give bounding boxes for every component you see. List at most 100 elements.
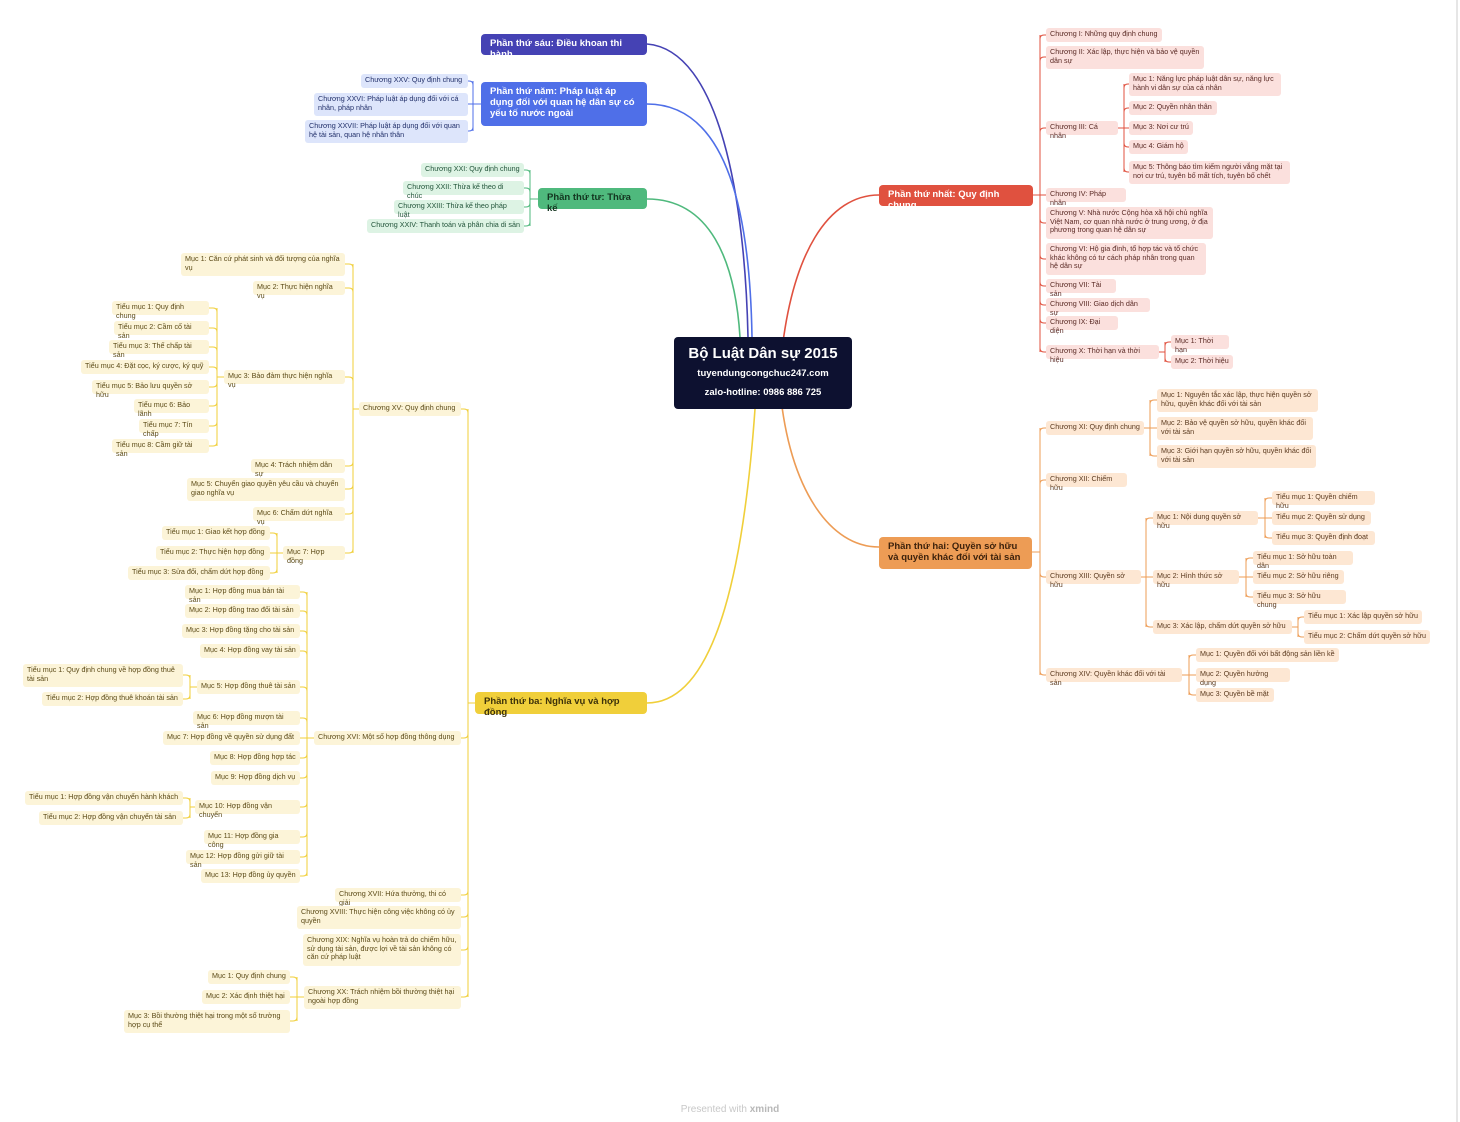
section-node[interactable]: Mục 1: Quy định chung — [208, 970, 290, 984]
chapter-node[interactable]: Chương XXVII: Pháp luật áp dụng đối với … — [305, 120, 468, 143]
section-node[interactable]: Mục 1: Quyền đối với bất động sản liền k… — [1196, 648, 1339, 662]
chapter-node[interactable]: Chương XXIV: Thanh toán và phân chia di … — [367, 219, 524, 233]
section-node[interactable]: Mục 5: Thông báo tìm kiếm người vắng mặt… — [1129, 161, 1290, 184]
subsection-node[interactable]: Tiểu mục 8: Cầm giữ tài sản — [112, 439, 209, 457]
connector — [183, 797, 191, 803]
section-node[interactable]: Mục 3: Xác lập, chấm dứt quyền sở hữu — [1153, 620, 1292, 634]
section-node[interactable]: Mục 8: Hợp đồng hợp tác — [210, 751, 300, 765]
section-node[interactable]: Mục 4: Trách nhiệm dân sự — [251, 459, 345, 477]
part-four-topic[interactable]: Phần thứ tư: Thừa kế — [538, 188, 647, 214]
section-node[interactable]: Mục 1: Nguyên tắc xác lập, thực hiện quy… — [1157, 389, 1318, 412]
subsection-node[interactable]: Tiểu mục 3: Thế chấp tài sản — [109, 340, 209, 358]
section-node[interactable]: Mục 13: Hợp đồng ủy quyền — [201, 869, 300, 883]
subsection-node[interactable]: Tiểu mục 1: Xác lập quyền sở hữu — [1304, 610, 1422, 624]
section-node[interactable]: Mục 12: Hợp đồng gửi giữ tài sản — [186, 850, 300, 868]
chapter-node[interactable]: Chương XVIII: Thực hiện công việc không … — [297, 906, 461, 929]
subsection-node[interactable]: Tiểu mục 7: Tín chấp — [139, 419, 209, 437]
subsection-node[interactable]: Tiểu mục 1: Giao kết hợp đồng — [162, 526, 270, 540]
part-three-topic[interactable]: Phần thứ ba: Nghĩa vụ và hợp đồng — [475, 692, 647, 718]
section-node[interactable]: Mục 1: Thời hạn — [1171, 335, 1229, 353]
chapter-node[interactable]: Chương XXI: Quy định chung — [421, 163, 524, 177]
chapter-node[interactable]: Chương XVII: Hứa thưởng, thi có giải — [335, 888, 461, 906]
chapter-node[interactable]: Chương XIV: Quyền khác đối với tài sản — [1046, 668, 1182, 686]
section-node[interactable]: Mục 3: Nơi cư trú — [1129, 121, 1193, 135]
section-node[interactable]: Mục 9: Hợp đồng dịch vụ — [211, 771, 300, 785]
section-node[interactable]: Mục 5: Chuyển giao quyền yêu cầu và chuy… — [187, 478, 345, 501]
subsection-node[interactable]: Tiểu mục 1: Quy định chung — [112, 301, 209, 319]
subsection-node[interactable]: Tiểu mục 2: Hợp đồng thuê khoán tài sản — [42, 692, 183, 706]
subsection-node[interactable]: Tiểu mục 1: Quy định chung về hợp đồng t… — [23, 664, 183, 687]
chapter-node[interactable]: Chương XV: Quy định chung — [359, 402, 461, 416]
subsection-node[interactable]: Tiểu mục 4: Đặt cọc, ký cược, ký quỹ — [81, 360, 209, 374]
chapter-node[interactable]: Chương XX: Trách nhiệm bồi thường thiệt … — [304, 986, 461, 1009]
section-node[interactable]: Mục 5: Hợp đồng thuê tài sản — [197, 680, 300, 694]
section-node[interactable]: Mục 2: Quyền nhân thân — [1129, 101, 1217, 115]
section-node[interactable]: Mục 2: Bảo vệ quyền sở hữu, quyền khác đ… — [1157, 417, 1313, 440]
section-node[interactable]: Mục 3: Giới hạn quyền sở hữu, quyền khác… — [1157, 445, 1316, 468]
chapter-node[interactable]: Chương XI: Quy định chung — [1046, 421, 1144, 435]
section-node[interactable]: Mục 4: Hợp đồng vay tài sản — [200, 644, 300, 658]
chapter-node[interactable]: Chương I: Những quy định chung — [1046, 28, 1162, 42]
section-node[interactable]: Mục 2: Hợp đồng trao đổi tài sản — [185, 604, 300, 618]
chapter-node[interactable]: Chương XXV: Quy định chung — [361, 74, 468, 88]
subsection-node[interactable]: Tiểu mục 2: Sở hữu riêng — [1253, 570, 1344, 584]
subsection-node[interactable]: Tiểu mục 2: Quyền sử dụng — [1272, 511, 1371, 525]
section-node[interactable]: Mục 11: Hợp đồng gia công — [204, 830, 300, 848]
section-node[interactable]: Mục 6: Hợp đồng mượn tài sản — [193, 711, 300, 729]
subsection-node[interactable]: Tiểu mục 1: Quyền chiếm hữu — [1272, 491, 1375, 509]
subsection-node[interactable]: Tiểu mục 3: Quyền định đoạt — [1272, 531, 1375, 545]
central-topic[interactable]: Bộ Luật Dân sự 2015 tuyendungcongchuc247… — [674, 337, 852, 409]
subsection-node[interactable]: Tiểu mục 2: Chấm dứt quyền sở hữu — [1304, 630, 1430, 644]
section-node[interactable]: Mục 3: Bồi thường thiệt hại trong một số… — [124, 1010, 290, 1033]
section-node[interactable]: Mục 6: Chấm dứt nghĩa vụ — [253, 507, 345, 525]
subsection-node[interactable]: Tiểu mục 2: Hợp đồng vận chuyển tài sản — [39, 811, 183, 825]
chapter-node[interactable]: Chương IX: Đại diện — [1046, 316, 1118, 334]
section-node[interactable]: Mục 1: Hợp đồng mua bán tài sản — [185, 585, 300, 603]
part-two-topic[interactable]: Phần thứ hai: Quyền sở hữu và quyền khác… — [879, 537, 1032, 569]
subsection-node[interactable]: Tiểu mục 3: Sở hữu chung — [1253, 590, 1346, 608]
section-node[interactable]: Mục 7: Hợp đồng — [283, 546, 345, 564]
chapter-node[interactable]: Chương II: Xác lập, thực hiện và bảo vệ … — [1046, 46, 1204, 69]
chapter-node[interactable]: Chương XXIII: Thừa kế theo pháp luật — [394, 200, 524, 218]
section-node[interactable]: Mục 3: Quyền bề mặt — [1196, 688, 1274, 702]
chapter-node[interactable]: Chương X: Thời hạn và thời hiệu — [1046, 345, 1159, 363]
subsection-node[interactable]: Tiểu mục 1: Sở hữu toàn dân — [1253, 551, 1353, 569]
chapter-node[interactable]: Chương XXVI: Pháp luật áp dụng đối với c… — [314, 93, 468, 116]
part-six-topic[interactable]: Phần thứ sáu: Điều khoan thi hành — [481, 34, 647, 60]
section-node[interactable]: Mục 1: Nội dung quyền sở hữu — [1153, 511, 1258, 529]
section-node[interactable]: Mục 3: Bảo đảm thực hiện nghĩa vụ — [224, 370, 345, 388]
part-one-topic[interactable]: Phần thứ nhất: Quy định chung — [879, 185, 1033, 211]
chapter-node[interactable]: Chương V: Nhà nước Cộng hòa xã hội chủ n… — [1046, 207, 1213, 239]
section-node[interactable]: Mục 2: Thực hiện nghĩa vụ — [253, 281, 345, 299]
chapter-node[interactable]: Chương XXII: Thừa kế theo di chúc — [403, 181, 524, 199]
chapter-node[interactable]: Chương XVI: Một số hợp đồng thông dụng — [314, 731, 461, 745]
part-five-topic[interactable]: Phần thứ năm: Pháp luật áp dụng đối với … — [481, 82, 647, 126]
section-node[interactable]: Mục 2: Thời hiệu — [1171, 355, 1233, 369]
chapter-node[interactable]: Chương III: Cá nhân — [1046, 121, 1118, 139]
central-topic-hotline: zalo-hotline: 0986 886 725 — [704, 387, 822, 398]
section-node[interactable]: Mục 1: Năng lực pháp luật dân sự, năng l… — [1129, 73, 1281, 96]
section-node[interactable]: Mục 1: Căn cứ phát sinh và đối tượng của… — [181, 253, 345, 276]
subsection-node[interactable]: Tiểu mục 5: Bảo lưu quyền sở hữu — [92, 380, 209, 398]
section-node[interactable]: Mục 3: Hợp đồng tặng cho tài sản — [182, 624, 300, 638]
subsection-node[interactable]: Tiểu mục 6: Bảo lãnh — [134, 399, 209, 417]
section-node[interactable]: Mục 10: Hợp đồng vận chuyển — [195, 800, 300, 818]
subsection-node[interactable]: Tiểu mục 2: Thực hiện hợp đồng — [156, 546, 270, 560]
connector — [209, 346, 218, 352]
chapter-node[interactable]: Chương XII: Chiếm hữu — [1046, 473, 1127, 491]
section-node[interactable]: Mục 2: Xác định thiệt hại — [202, 990, 290, 1004]
section-node[interactable]: Mục 2: Quyền hưởng dụng — [1196, 668, 1290, 686]
chapter-node[interactable]: Chương XIX: Nghĩa vụ hoàn trả do chiếm h… — [303, 934, 461, 966]
chapter-node[interactable]: Chương IV: Pháp nhân — [1046, 188, 1126, 206]
section-node[interactable]: Mục 7: Hợp đồng về quyền sử dụng đất — [163, 731, 300, 745]
chapter-node[interactable]: Chương VI: Hộ gia đình, tổ hợp tác và tổ… — [1046, 243, 1206, 275]
chapter-node[interactable]: Chương VII: Tài sản — [1046, 279, 1116, 297]
subsection-node[interactable]: Tiểu mục 3: Sửa đổi, chấm dứt hợp đồng — [128, 566, 270, 580]
subsection-node[interactable]: Tiểu mục 1: Hợp đồng vận chuyển hành khá… — [25, 791, 183, 805]
connector — [300, 717, 308, 723]
section-node[interactable]: Mục 4: Giám hộ — [1129, 140, 1188, 154]
section-node[interactable]: Mục 2: Hình thức sở hữu — [1153, 570, 1239, 588]
subsection-node[interactable]: Tiểu mục 2: Cầm cố tài sản — [114, 321, 209, 339]
chapter-node[interactable]: Chương VIII: Giao dịch dân sự — [1046, 298, 1150, 316]
chapter-node[interactable]: Chương XIII: Quyền sở hữu — [1046, 570, 1141, 588]
